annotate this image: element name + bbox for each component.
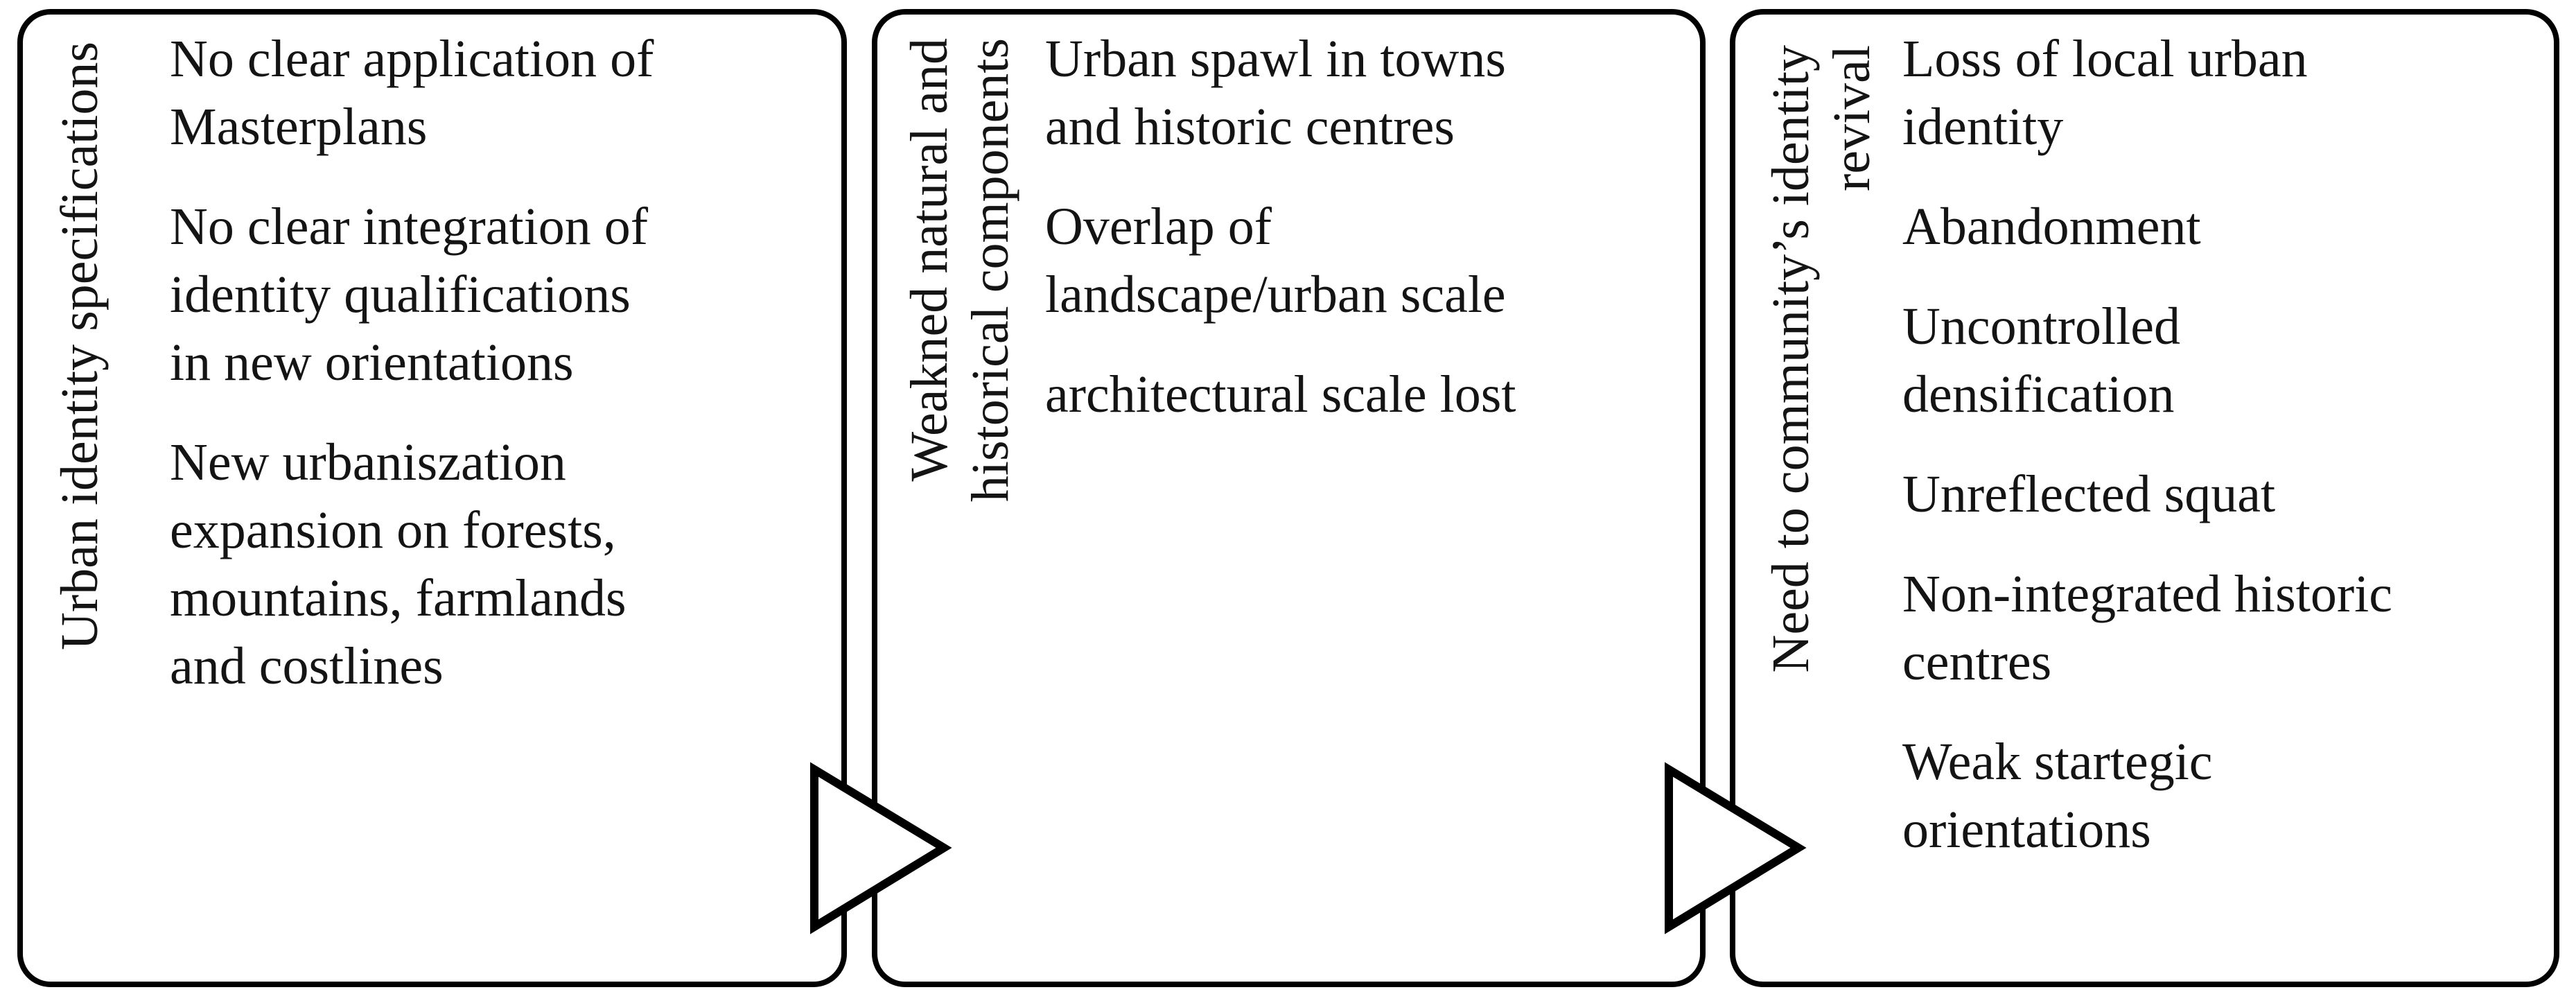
panel-weakned-natural-historical bbox=[872, 9, 1706, 987]
panel-item: New urbaniszation expansion on forests, … bbox=[170, 433, 627, 695]
panel-item: Abandonment bbox=[1902, 198, 2201, 256]
panel-item: Weak startegic orientations bbox=[1902, 733, 2213, 859]
panel-item: architectural scale lost bbox=[1045, 365, 1516, 424]
panel-1-body: No clear application of Masterplans No c… bbox=[170, 25, 839, 732]
panel-item: Overlap of landscape/urban scale bbox=[1045, 198, 1506, 324]
panel-community-identity-revival bbox=[1730, 9, 2559, 987]
panel-3-vertical-label: Need to community’s identity revival bbox=[1762, 45, 1881, 673]
panel-1-vertical-label: Urban identity specifications bbox=[51, 42, 109, 650]
panel-3-body: Loss of local urban identity Abandonment… bbox=[1902, 25, 2568, 896]
panel-item: Loss of local urban identity bbox=[1902, 30, 2308, 156]
panel-urban-identity-specifications bbox=[17, 9, 847, 987]
panel-2-vertical-label: Weakned natural and historical component… bbox=[900, 38, 1019, 503]
panel-item: Uncontrolled densification bbox=[1902, 297, 2181, 424]
panel-item: Urban spawl in towns and historic centre… bbox=[1045, 30, 1506, 156]
panel-item: Unreflected squat bbox=[1902, 465, 2276, 523]
panel-item: Non-integrated historic centres bbox=[1902, 565, 2393, 691]
panel-item: No clear application of Masterplans bbox=[170, 30, 654, 156]
panel-item: No clear integration of identity qualifi… bbox=[170, 198, 649, 392]
panel-2-body: Urban spawl in towns and historic centre… bbox=[1045, 25, 1714, 460]
